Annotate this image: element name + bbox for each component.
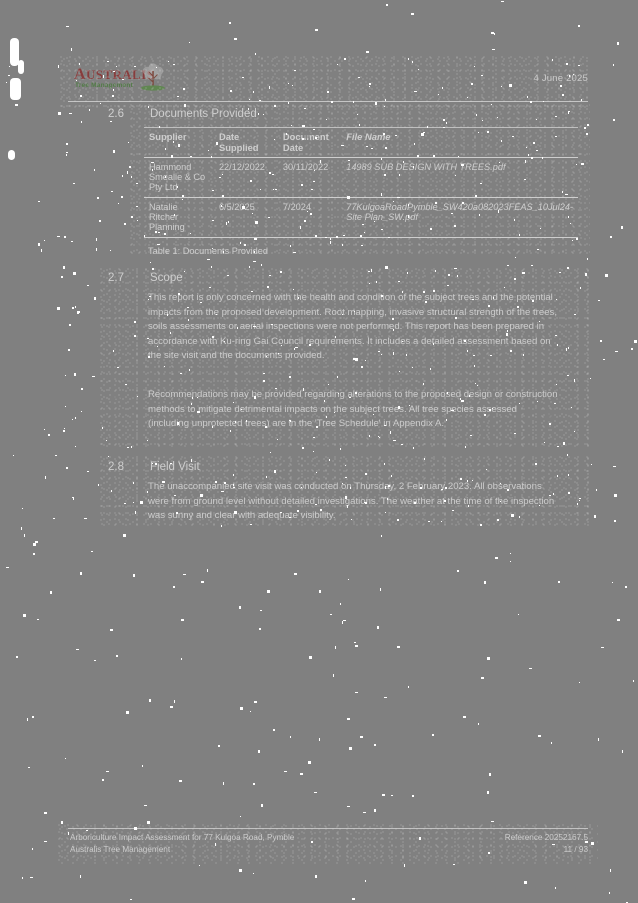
header-divider [68, 101, 588, 102]
tree-icon [141, 63, 165, 91]
footer-reference: Reference 20252167.5 [504, 833, 588, 842]
cell-file-name: 77KulgoaRoadPymble_SW420a082023FEAS_10Ju… [346, 202, 573, 222]
column-header-supplier: Supplier [149, 131, 187, 142]
column-header-file-name: File Name [346, 131, 391, 142]
cell-supplier: Natalie Ritcher Planning [149, 202, 185, 232]
cell-date-supplied: 22/12/2022 [218, 162, 265, 172]
section-title: Field Visit [150, 461, 200, 473]
cell-supplier: Hammond Smealie & Co Pty Ltd [149, 162, 206, 192]
column-header-document-date: Document Date [282, 131, 329, 153]
section-title: Scope [150, 272, 183, 284]
footer-right: Reference 20252167.5 11 / 93 [505, 832, 588, 855]
footer-page-number: 11 / 93 [563, 844, 588, 854]
field-visit-paragraph-1: The unaccompanied site visit was conduct… [148, 481, 555, 522]
column-header-date-supplied: Date Supplied [218, 131, 259, 153]
logo-wordmark-initial: A [74, 66, 86, 83]
table-header: Supplier Date Supplied Document Date Fil… [144, 128, 578, 158]
logo-subtitle: Tree Management [75, 82, 133, 89]
table-row: Hammond Smealie & Co Pty Ltd 22/12/2022 … [144, 158, 578, 198]
cell-date-supplied: 6/5/2025 [218, 202, 255, 212]
scope-paragraph-2: Recommendations may be provided regardin… [148, 389, 558, 430]
australis-logo: AUSTRALIS Tree Management [74, 62, 169, 96]
footer-company: Australis Tree Management [70, 844, 171, 854]
table-caption: Table 1: Documents Provided [148, 246, 269, 256]
table-header-row: Supplier Date Supplied Document Date Fil… [144, 128, 578, 158]
footer-left: Arboriculture Impact Assessment for 77 K… [70, 832, 294, 855]
footer-report-title: Arboriculture Impact Assessment for 77 K… [70, 833, 295, 842]
section-number: 2.7 [108, 272, 124, 284]
section-number: 2.6 [108, 108, 124, 120]
section-title: Documents Provided [150, 108, 257, 120]
table-body: Hammond Smealie & Co Pty Ltd 22/12/2022 … [144, 158, 578, 238]
footer-divider [68, 828, 588, 829]
header-date: 4 June 2025 [533, 73, 588, 84]
cell-document-date: 30/11/2022 [282, 162, 329, 172]
cell-file-name: 14989 SUB DESIGN WITH TREES.pdf [346, 162, 506, 172]
documents-provided-table: Supplier Date Supplied Document Date Fil… [144, 128, 578, 238]
section-number: 2.8 [108, 461, 124, 473]
scope-paragraph-1: This report is only concerned with the h… [148, 292, 558, 362]
table-row: Natalie Ritcher Planning 6/5/2025 7/2024… [144, 198, 578, 238]
page-header: AUSTRALIS Tree Management 4 [68, 60, 588, 100]
cell-document-date: 7/2024 [282, 202, 312, 212]
